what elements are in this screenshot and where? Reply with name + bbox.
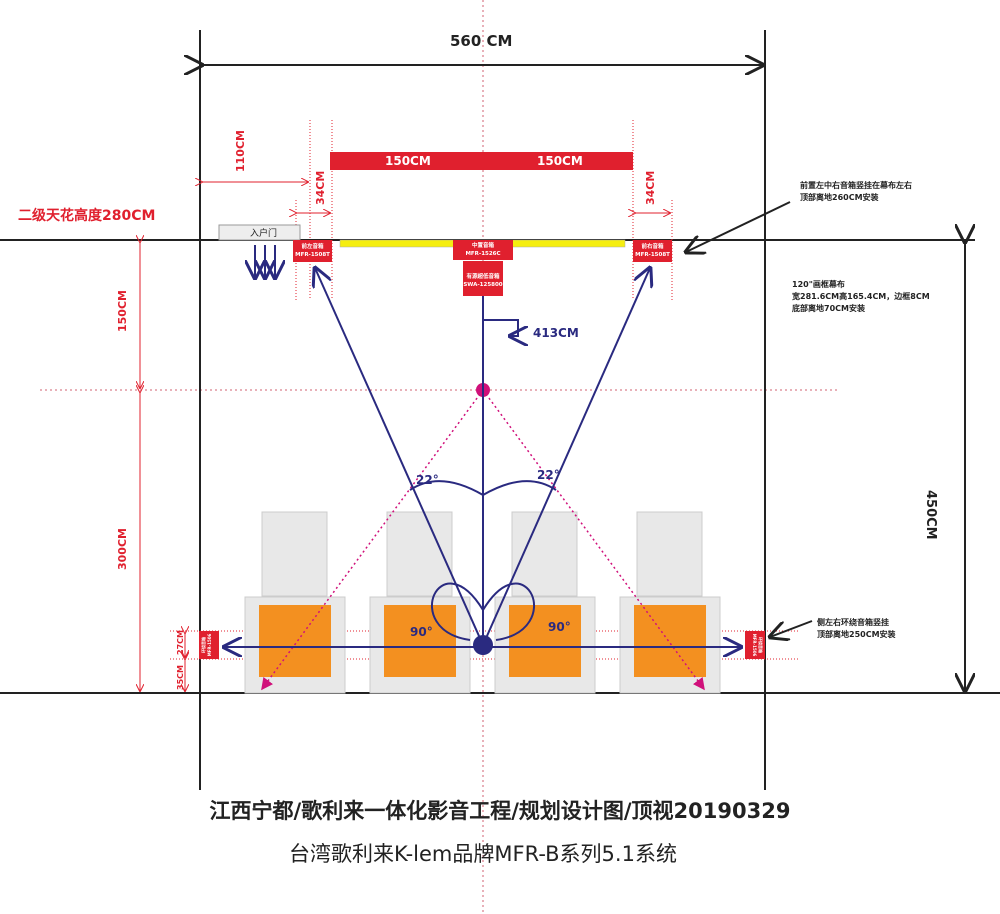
ceiling-height-label: 二级天花高度280CM — [18, 208, 156, 224]
screen-width-bar — [330, 152, 633, 170]
right-speaker-width-label: 34CM — [644, 170, 657, 205]
side-height-label: 27CM — [176, 630, 185, 655]
center-speaker — [453, 240, 513, 260]
angle-left-side: 90° — [410, 625, 433, 639]
screen-note: 120"画框幕布 宽281.6CM高165.4CM，边框8CM 底部离地70CM… — [792, 280, 930, 313]
left-offset-label: 110CM — [234, 130, 247, 172]
front-mid-label: 150CM — [116, 290, 129, 332]
screen-left-label: 150CM — [385, 154, 431, 168]
entrance-arrows-icon — [255, 245, 275, 278]
mid-back-label: 300CM — [116, 528, 129, 570]
side-right-speaker — [745, 631, 765, 659]
page-subtitle: 台湾歌利来K-lem品牌MFR-B系列5.1系统 — [289, 842, 677, 866]
front-left-speaker — [293, 240, 332, 262]
angle-left-front: 22° — [416, 473, 439, 487]
front-right-speaker — [633, 240, 672, 262]
angle-right-side: 90° — [548, 620, 571, 634]
center-distance-label: 413CM — [533, 326, 579, 340]
screen-right-label: 150CM — [537, 154, 583, 168]
side-left-speaker — [199, 631, 219, 659]
subwoofer — [463, 261, 503, 296]
page-title: 江西宁都/歌利来一体化影音工程/规划设计图/顶视20190329 — [209, 799, 791, 823]
front-speakers-note: 前置左中右音箱竖挂在幕布左右 顶部离地260CM安装 — [800, 181, 912, 202]
width-label: 560 CM — [450, 32, 513, 50]
entrance-door — [218, 224, 301, 241]
entrance-label: 入户门 — [250, 229, 278, 239]
left-speaker-width-label: 34CM — [314, 170, 327, 205]
seats — [244, 511, 721, 694]
side-speakers-note: 侧左右环绕音箱竖挂 顶部离地250CM安装 — [817, 618, 896, 639]
listener-position — [473, 635, 493, 655]
side-base-label: 35CM — [176, 665, 185, 690]
depth-label: 450CM — [923, 490, 938, 540]
angle-right-front: 22° — [537, 468, 560, 482]
